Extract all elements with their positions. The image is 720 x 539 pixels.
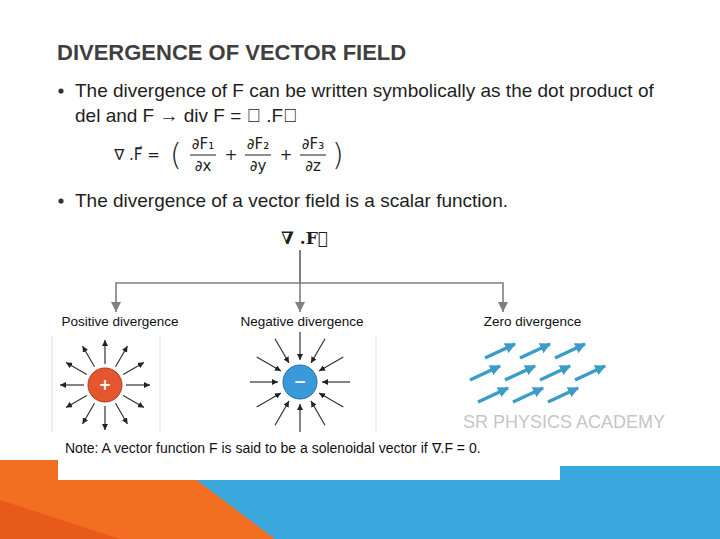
- field-arrow: [60, 385, 84, 386]
- field-arrow: [83, 346, 95, 367]
- sink-field: [250, 332, 350, 432]
- field-arrow: [319, 357, 343, 371]
- field-arrow: [311, 401, 325, 425]
- field-arrow: [540, 366, 570, 380]
- field-arrow: [66, 396, 87, 408]
- branch-connector: [300, 250, 503, 312]
- field-arrow: [257, 393, 281, 407]
- fraction-bar: [245, 155, 271, 156]
- watermark: SR PHYSICS ACADEMY: [463, 412, 665, 433]
- bullet-dot: [58, 88, 63, 93]
- field-arrow: [485, 344, 515, 358]
- field-arrow: [548, 388, 578, 402]
- branch-connector-group: [300, 250, 503, 312]
- field-arrow: [116, 403, 128, 424]
- branch-connector-group: [116, 250, 300, 312]
- slide-title: DIVERGENCE OF VECTOR FIELD: [57, 40, 406, 66]
- case-heading: Zero divergence: [460, 314, 605, 329]
- field-arrow: [257, 357, 281, 371]
- separator-line: [52, 336, 53, 432]
- separator-line: [376, 336, 377, 432]
- field-arrow: [105, 406, 106, 430]
- field-arrow: [126, 385, 150, 386]
- equation-denominator: ∂y: [238, 156, 278, 176]
- equation-denominator: ∂z: [293, 156, 333, 176]
- equation-operator: +: [277, 145, 295, 165]
- field-arrow: [555, 344, 585, 358]
- field-arrow: [275, 339, 289, 363]
- field-arrow: [275, 401, 289, 425]
- case-heading: Positive divergence: [50, 314, 190, 329]
- separator-line: [160, 336, 161, 432]
- branch-connector: [116, 250, 300, 312]
- equation-numerator: ∂F₂: [238, 134, 278, 154]
- note-box: [58, 434, 560, 480]
- field-arrow: [478, 388, 508, 402]
- charge-sign: −: [290, 372, 310, 392]
- negative-charge: [283, 365, 317, 399]
- case-heading: Negative divergence: [232, 314, 372, 329]
- bullet-text: The divergence of F can be written symbo…: [75, 78, 665, 128]
- field-arrow: [250, 382, 278, 383]
- field-arrow: [123, 396, 144, 408]
- bullet-text: The divergence of a vector field is a sc…: [75, 188, 695, 213]
- equation-term: ∇ .F⃗ =: [104, 145, 170, 165]
- field-arrow: [116, 346, 128, 367]
- divergence-case: Positive divergence +: [50, 312, 190, 427]
- field-arrow: [505, 366, 535, 380]
- equation-denominator: ∂x: [183, 156, 223, 176]
- fraction-bar: [190, 155, 216, 156]
- fraction-bar: [300, 155, 326, 156]
- positive-charge: [88, 368, 122, 402]
- bullet-dot: [58, 198, 63, 203]
- equation-numerator: ∂F₁: [183, 134, 223, 154]
- equation-numerator: ∂F₃: [293, 134, 333, 154]
- equation-bracket: ): [332, 135, 346, 175]
- operator-node: ∇ .F⃗: [281, 226, 321, 250]
- field-arrow: [575, 366, 605, 380]
- field-arrow: [300, 332, 301, 360]
- equation-operator: +: [222, 145, 240, 165]
- field-arrow: [513, 388, 543, 402]
- field-arrow: [300, 404, 301, 432]
- field-arrow: [520, 344, 550, 358]
- note-text: Note: A vector function F is said to be …: [65, 439, 490, 457]
- operator-label: ∇ .F⃗: [281, 226, 321, 250]
- branch-connector: [299, 250, 301, 312]
- field-arrow: [470, 366, 500, 380]
- equation-bracket: (: [170, 135, 184, 175]
- field-arrow: [123, 363, 144, 375]
- divergence-case: Negative divergence −: [232, 312, 372, 422]
- field-arrow: [66, 363, 87, 375]
- divergence-case: Zero divergence: [460, 312, 605, 422]
- field-arrow: [311, 339, 325, 363]
- uniform-field: [470, 344, 605, 402]
- source-field: [60, 340, 150, 430]
- field-arrow: [322, 382, 350, 383]
- branch-connector-group: [300, 250, 301, 312]
- field-arrow: [83, 403, 95, 424]
- field-arrow: [319, 393, 343, 407]
- field-arrow: [105, 340, 106, 364]
- charge-sign: +: [95, 375, 115, 395]
- footer-accent: [0, 500, 120, 539]
